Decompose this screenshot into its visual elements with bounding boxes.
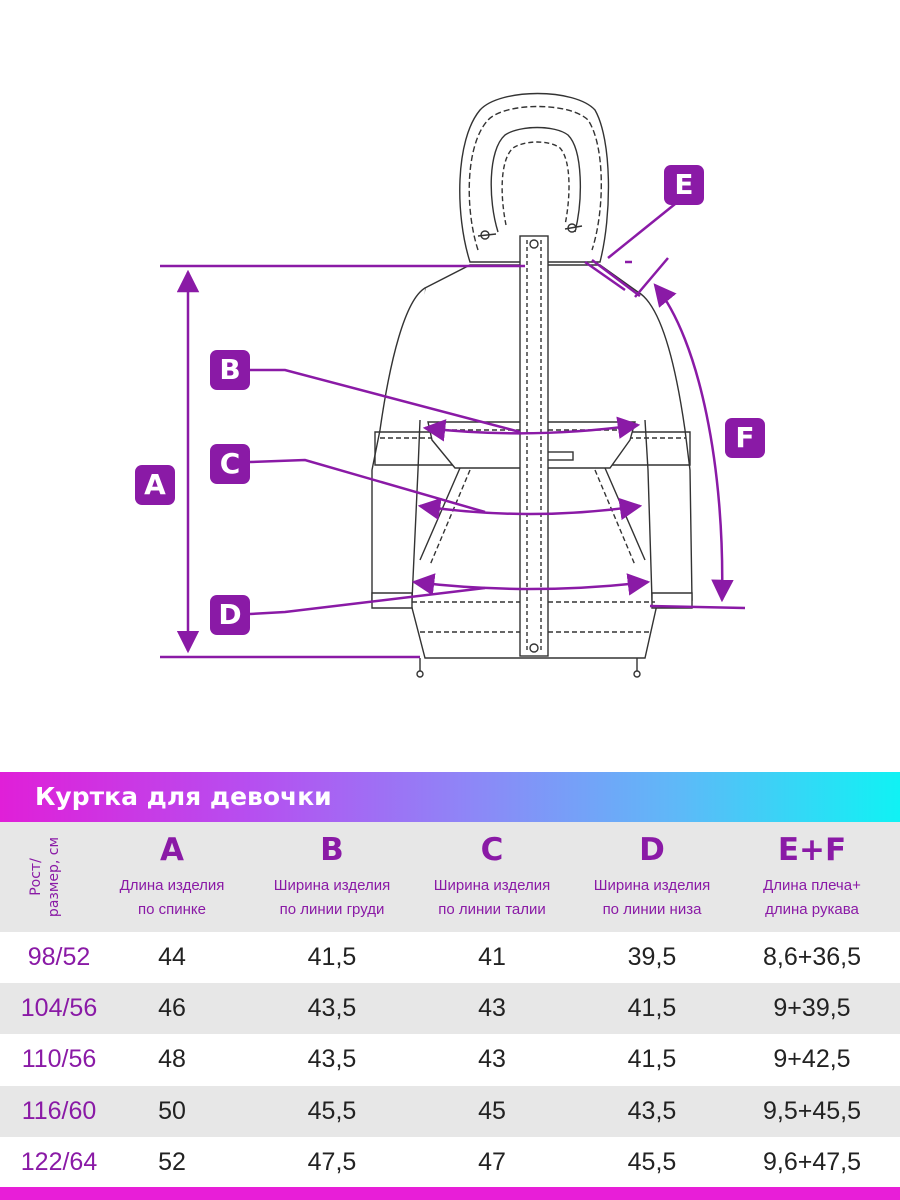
column-header: B Ширина изделия по линии груди <box>257 822 407 932</box>
value-cell: 41,5 <box>627 994 677 1023</box>
column-description: Ширина изделия по линии талии <box>433 877 551 918</box>
value-cell: 9,6+47,5 <box>762 1147 861 1176</box>
column-header: E+F Длина плеча+ длина рукава <box>737 822 887 932</box>
value-cell: 43,5 <box>307 994 357 1023</box>
jacket-measurement-diagram <box>160 92 746 678</box>
column-letter: D <box>639 832 665 868</box>
size-cell: 122/64 <box>20 1147 98 1176</box>
table-row: 110/56 48 43,5 43 41,5 9+42,5 <box>0 1034 900 1085</box>
table-title: Куртка для девочки <box>35 782 332 811</box>
value-cell: 43,5 <box>307 1045 357 1074</box>
value-cell: 43 <box>478 994 506 1023</box>
value-cell: 43,5 <box>627 1096 677 1125</box>
value-cell: 47,5 <box>307 1147 357 1176</box>
size-column-header-text: Рост/ размер, см <box>27 837 63 917</box>
label-f: F <box>725 418 765 458</box>
value-cell: 45,5 <box>307 1096 357 1125</box>
value-cell: 43 <box>478 1045 506 1074</box>
value-cell: 41,5 <box>627 1045 677 1074</box>
label-e: E <box>664 165 704 205</box>
value-cell: 45 <box>478 1096 506 1125</box>
value-cell: 39,5 <box>627 943 677 971</box>
bottom-accent-bar <box>0 1187 900 1200</box>
label-c: C <box>210 444 250 484</box>
column-header: C Ширина изделия по линии талии <box>417 822 567 932</box>
value-cell: 44 <box>158 943 186 971</box>
column-letter: E+F <box>777 832 847 868</box>
size-header-line-1: Рост/ <box>28 858 44 896</box>
measurement-lines <box>160 199 746 659</box>
table-row: 98/52 44 41,5 41 39,5 8,6+36,5 <box>0 932 900 983</box>
column-description: Длина плеча+ длина рукава <box>763 877 861 918</box>
value-cell: 9+42,5 <box>773 1045 851 1074</box>
table-header-row: Рост/ размер, см A Длина изделия по спинк… <box>0 822 900 932</box>
column-letter: C <box>480 832 504 868</box>
value-cell: 41 <box>478 943 506 971</box>
value-cell: 46 <box>158 994 186 1023</box>
value-cell: 41,5 <box>307 943 357 971</box>
size-cell: 104/56 <box>20 994 98 1023</box>
table-row: 116/60 50 45,5 45 43,5 9,5+45,5 <box>0 1085 900 1137</box>
column-description: Длина изделия по спинке <box>119 877 225 918</box>
size-column-header: Рост/ размер, см <box>10 822 80 932</box>
column-description: Ширина изделия по линии низа <box>593 877 711 918</box>
value-cell: 50 <box>158 1096 186 1125</box>
column-letter: B <box>320 832 344 868</box>
table-row: 122/64 52 47,5 47 45,5 9,6+47,5 <box>0 1137 900 1188</box>
label-a: A <box>135 465 175 505</box>
column-description: Ширина изделия по линии груди <box>273 877 391 918</box>
value-cell: 45,5 <box>627 1147 677 1176</box>
value-cell: 9+39,5 <box>773 994 851 1023</box>
value-cell: 9,5+45,5 <box>762 1096 861 1125</box>
size-cell: 98/52 <box>27 943 91 971</box>
column-header: D Ширина изделия по линии низа <box>577 822 727 932</box>
value-cell: 47 <box>478 1147 506 1176</box>
value-cell: 52 <box>158 1147 186 1176</box>
size-header-line-2: размер, см <box>46 836 62 918</box>
table-title-bar: Куртка для девочки <box>0 772 900 822</box>
label-b: B <box>210 350 250 390</box>
size-cell: 116/60 <box>21 1096 97 1125</box>
table-row: 104/56 46 43,5 43 41,5 9+39,5 <box>0 983 900 1035</box>
column-header: A Длина изделия по спинке <box>97 822 247 932</box>
column-letter: A <box>160 832 184 868</box>
value-cell: 48 <box>158 1045 186 1074</box>
label-d: D <box>210 595 250 635</box>
size-cell: 110/56 <box>21 1045 97 1074</box>
value-cell: 8,6+36,5 <box>762 943 861 971</box>
